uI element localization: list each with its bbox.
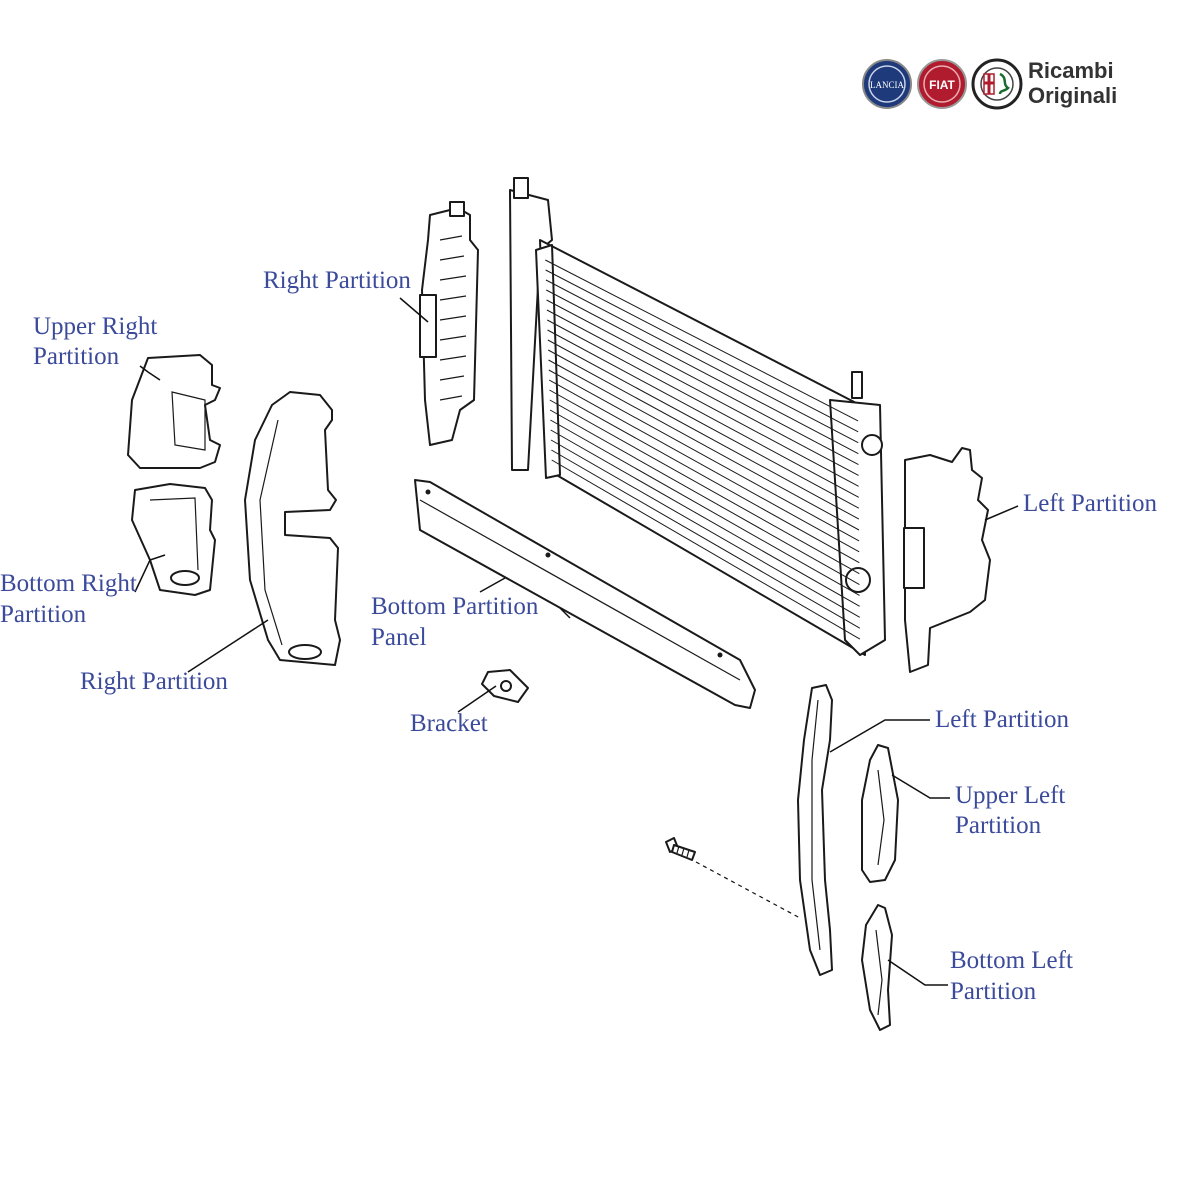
lancia-logo: LANCIA [862, 59, 912, 109]
label-bottom-right-2: Partition [0, 601, 87, 628]
brand-text: Ricambi Originali [1028, 58, 1117, 108]
radiator-fin-line [545, 269, 859, 433]
radiator-fin-line [548, 359, 860, 531]
bottom-left-partition [861, 904, 893, 1031]
label-upper-right-1: Upper Right [33, 313, 158, 340]
radiator-fin-line [546, 309, 859, 476]
right-partition-large [244, 391, 341, 666]
radiator-fin-line [545, 279, 859, 444]
label-right-partition-bottom: Right Partition [80, 668, 228, 695]
bottom-partition-panel [414, 479, 756, 709]
label-right-partition-top: Right Partition [263, 267, 411, 294]
upper-right-partition [127, 354, 221, 469]
left-partition-vertical [903, 447, 991, 673]
upper-left-partition [861, 744, 899, 883]
radiator-fin-line [547, 329, 859, 498]
brand-line-2: Originali [1028, 83, 1118, 108]
label-left-partition-top: Left Partition [1023, 490, 1157, 517]
fiat-logo: FIAT [917, 59, 967, 109]
radiator-fin-line [549, 399, 860, 575]
label-left-partition-bottom: Left Partition [935, 706, 1069, 733]
label-bracket: Bracket [410, 710, 488, 737]
brand-line-1: Ricambi [1028, 58, 1114, 83]
radiator-fin-line [547, 339, 860, 509]
radiator-fin-line [547, 349, 860, 520]
label-upper-left-2: Partition [955, 812, 1042, 839]
fiat-logo-text: FIAT [929, 78, 955, 92]
radiator-fin-line [551, 449, 861, 629]
lancia-logo-text: LANCIA [870, 80, 904, 90]
radiator-fin-line [551, 459, 861, 640]
radiator-fin-line [545, 259, 859, 422]
radiator-fin-line [550, 419, 860, 596]
label-bottom-right-1: Bottom Right [0, 570, 137, 597]
radiator [509, 177, 886, 656]
radiator-fin-line [548, 379, 860, 553]
radiator-fin-line [550, 439, 860, 618]
label-bottom-partition-1: Bottom Partition [371, 593, 539, 620]
radiator-fins [545, 259, 861, 640]
label-bottom-left-1: Bottom Left [950, 947, 1073, 974]
radiator-fin-line [546, 299, 859, 465]
radiator-fin-line [550, 429, 860, 607]
radiator-fin-line [549, 409, 860, 585]
alfa-romeo-logo [971, 58, 1023, 110]
screw-part [665, 837, 696, 861]
bracket-part [481, 669, 529, 703]
radiator-fin-line [546, 319, 859, 487]
radiator-fin-line [549, 389, 860, 564]
radiator-fin-line [546, 289, 859, 455]
label-bottom-left-2: Partition [950, 978, 1037, 1005]
label-upper-right-2: Partition [33, 343, 120, 370]
leader-lines [134, 297, 1019, 986]
left-partition-long [797, 684, 833, 976]
label-bottom-partition-2: Panel [371, 624, 427, 651]
bottom-right-partition [131, 483, 216, 596]
right-partition-vertical [419, 201, 479, 446]
radiator-fin-line [548, 369, 860, 542]
label-upper-left-1: Upper Left [955, 782, 1066, 809]
